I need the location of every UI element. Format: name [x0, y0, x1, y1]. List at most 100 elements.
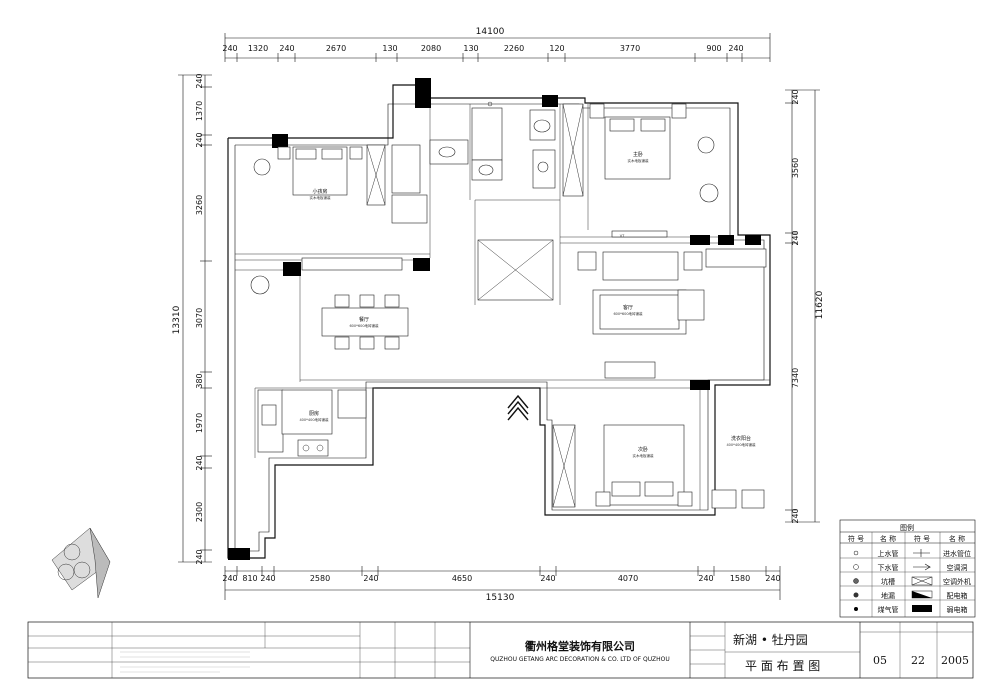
second-bedroom: 次卧 实木地板铺装 [552, 424, 693, 508]
gas-pipe-icon [854, 607, 858, 611]
bottom-dim-4: 2580 [310, 574, 330, 583]
top-dimension-chain: 14100 240 1320 240 2670 130 2080 130 226… [222, 27, 771, 62]
left-dim-8: 240 [195, 455, 204, 470]
right-dim-2: 3560 [791, 158, 800, 178]
logo-mark-icon [51, 527, 111, 599]
drawing-number: 22 [911, 654, 925, 667]
left-dim-7: 1970 [195, 413, 204, 433]
second-bedroom-label: 次卧 [638, 446, 648, 453]
left-dim-6: 380 [195, 373, 204, 388]
laundry-note: 400*400地砖铺装 [726, 442, 756, 447]
top-dim-11: 900 [706, 44, 721, 53]
sheet-number: 05 [873, 654, 887, 667]
legend-header-symbol-2: 符 号 [914, 534, 930, 543]
left-dim-4: 3260 [195, 195, 204, 215]
top-dim-1: 240 [222, 44, 237, 53]
small-bedroom: 小孩房 实木地板铺装 [253, 144, 403, 271]
bottom-dim-5: 240 [363, 574, 378, 583]
top-dim-3: 240 [279, 44, 294, 53]
ac-hole-icon [913, 563, 932, 571]
top-dim-12: 240 [728, 44, 743, 53]
dining-label: 餐厅 [359, 316, 369, 323]
right-dim-3: 240 [791, 230, 800, 245]
legend-row3-name: 坑槽 [881, 577, 895, 586]
drawing-year: 2005 [941, 654, 969, 667]
top-dim-7: 130 [463, 44, 478, 53]
top-total-dim: 14100 [476, 27, 505, 37]
second-bedroom-note: 实木地板铺装 [633, 453, 654, 458]
floor-drain-icon [853, 592, 859, 598]
left-dim-1: 240 [195, 73, 204, 88]
ac-outdoor-unit-icon [911, 576, 933, 586]
legend-header-name-2: 名 称 [949, 534, 965, 543]
legend-header-name-1: 名 称 [880, 534, 896, 543]
bottom-dim-11: 240 [765, 574, 780, 583]
laundry-balcony: 洗衣阳台 400*400地砖铺装 [711, 435, 765, 509]
small-bedroom-note: 实木地板铺装 [310, 195, 331, 200]
bottom-dim-6: 4650 [452, 574, 472, 583]
legend-table: 图例 符 号 名 称 符 号 名 称 上水管 进水管位 下水管 空调洞 坑槽 空… [839, 519, 976, 618]
bottom-dimension-chain: 240 810 240 2580 240 4650 240 4070 240 1… [222, 566, 781, 603]
legend-row3-name2: 空调外机 [943, 577, 971, 586]
living-room-label: 客厅 [623, 304, 633, 311]
dining-area: 餐厅 600*600地砖铺装 [250, 275, 409, 350]
bottom-dim-9: 240 [698, 574, 713, 583]
right-dim-1: 240 [791, 89, 800, 104]
top-dim-5: 130 [382, 44, 397, 53]
company-name-en: QUZHOU GETANG ARC DECORATION & CO. LTD O… [490, 656, 670, 663]
drawing-title: 平 面 布 置 图 [745, 659, 820, 673]
legend-row4-name: 地漏 [881, 591, 895, 600]
top-dim-10: 3770 [620, 44, 640, 53]
structural-columns [228, 78, 761, 560]
left-dim-2: 1370 [195, 101, 204, 121]
small-bedroom-label: 小孩房 [312, 188, 327, 195]
master-bedroom: 主卧 实木地板铺装 VT [589, 103, 719, 238]
kitchen: 厨房 400*400地砖铺装 [257, 389, 367, 457]
master-bedroom-note: 实木地板铺装 [628, 158, 649, 163]
bottom-dim-3: 240 [260, 574, 275, 583]
right-total-dim: 11620 [815, 290, 825, 319]
weak-current-box-icon [912, 605, 932, 612]
water-supply-pipe-icon [853, 550, 859, 556]
top-dim-9: 120 [549, 44, 564, 53]
legend-row2-name: 下水管 [878, 563, 899, 572]
top-dim-4: 2670 [326, 44, 346, 53]
left-dim-3: 240 [195, 132, 204, 147]
bottom-total-dim: 15130 [486, 593, 515, 603]
distribution-box-icon [911, 590, 933, 599]
bottom-dim-1: 240 [222, 574, 237, 583]
bottom-dim-10: 1580 [730, 574, 750, 583]
living-room-note: 600*600地砖铺装 [613, 311, 643, 316]
project-name: 新湖 • 牡丹园 [733, 632, 808, 647]
left-total-dim: 13310 [172, 305, 182, 334]
bottom-dim-7: 240 [540, 574, 555, 583]
right-dimension-chain: 240 3560 240 7340 240 11620 [785, 89, 825, 524]
legend-title: 图例 [900, 523, 914, 532]
right-dim-4: 7340 [791, 368, 800, 388]
title-block: 衢州格堂装饰有限公司 QUZHOU GETANG ARC DECORATION … [27, 621, 974, 679]
bathrooms [391, 101, 584, 224]
dining-note: 600*600地砖铺装 [349, 323, 379, 328]
drain-pipe-icon [853, 564, 859, 570]
legend-row1-name2: 进水管位 [943, 549, 971, 558]
company-name-cn: 衢州格堂装饰有限公司 [525, 639, 635, 653]
entrance-arrow-icon [507, 394, 529, 421]
water-inlet-icon [913, 549, 930, 557]
left-dim-10: 240 [195, 549, 204, 564]
legend-row2-name2: 空调洞 [947, 563, 968, 572]
trench-icon [853, 578, 859, 584]
left-dimension-chain: 13310 240 1370 240 3260 3070 380 1970 24… [172, 73, 212, 565]
bottom-dim-8: 4070 [618, 574, 638, 583]
legend-row5-name: 煤气管 [878, 605, 899, 614]
top-dim-8: 2260 [504, 44, 524, 53]
legend-header-symbol-1: 符 号 [848, 534, 864, 543]
left-dim-9: 2300 [195, 502, 204, 522]
kitchen-label: 厨房 [309, 410, 319, 417]
master-bedroom-label: 主卧 [633, 151, 643, 158]
laundry-label: 洗衣阳台 [731, 435, 751, 442]
living-room: 客厅 600*600地砖铺装 [477, 239, 767, 379]
bottom-dim-2: 810 [242, 574, 257, 583]
left-dim-5: 3070 [195, 308, 204, 328]
legend-row4-name2: 配电箱 [947, 591, 968, 600]
